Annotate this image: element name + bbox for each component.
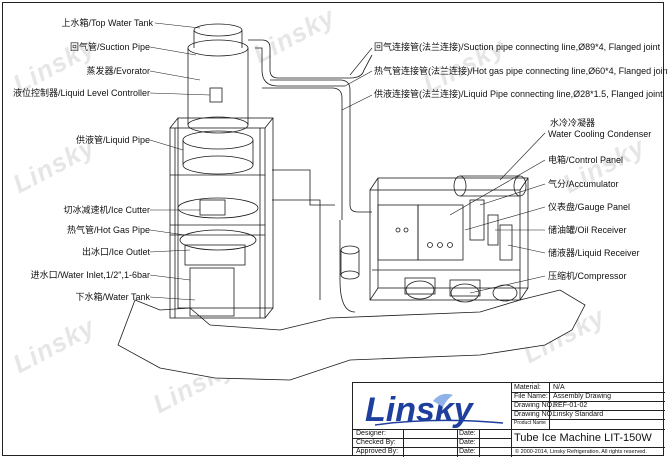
approved-label: Approved By: [356, 448, 399, 455]
ice-cutter [177, 197, 259, 251]
standard-label: Drawing NO.: [514, 411, 557, 418]
date-label: Date: [459, 448, 476, 455]
label-liquid-line: 供液连接管(法兰连接)/Liquid Pipe connecting line,… [374, 89, 663, 99]
label-suction-line: 回气连接管(法兰连接)/Suction pipe connecting line… [374, 42, 661, 52]
label-hot-gas-pipe: 热气管/Hot Gas Pipe [66, 225, 150, 235]
svg-text:Linsky: Linsky [365, 391, 475, 429]
label-condenser-cn: 水冷冷凝器 [550, 118, 596, 128]
label-top-water-tank: 上水箱/Top Water Tank [61, 18, 153, 28]
designer-label: Designer: [356, 430, 386, 437]
label-liquid-receiver: 储液器/Liquid Receiver [548, 248, 640, 258]
file-name-label: File Name: [514, 393, 548, 400]
product-name-value: Tube Ice Machine LIT-150W [514, 432, 652, 444]
material-label: Material: [514, 384, 541, 391]
title-block: Linsky Material: N/A File Name: Assembly… [352, 382, 665, 457]
file-name-value: Assembly Drawing [553, 393, 611, 400]
water-cooling-condenser [453, 175, 527, 197]
date-label: Date: [459, 430, 476, 437]
standard-value: Linsky Standard [553, 411, 604, 418]
accumulator [469, 199, 485, 241]
sheet-border [2, 2, 664, 456]
label-gauge-panel: 仪表盘/Gauge Panel [548, 202, 631, 212]
label-ice-outlet: 出冰口/Ice Outlet [81, 247, 150, 257]
drawing-no-label: Drawing NO.: [514, 402, 557, 409]
label-compressor: 压缩机/Compressor [548, 271, 627, 281]
label-suction-pipe: 回气管/Suction Pipe [69, 42, 150, 52]
label-condenser-en: Water Cooling Condenser [548, 129, 652, 139]
label-control-panel: 电箱/Control Panel [548, 155, 624, 165]
date-label: Date: [459, 439, 476, 446]
label-water-tank: 下水箱/Water Tank [75, 292, 150, 302]
label-liquid-level-controller: 液位控制器/Liquid Level Controller [12, 88, 150, 98]
label-evaporator: 蒸发器/Evorator [86, 66, 150, 76]
product-name-label: Product Name [514, 420, 546, 426]
leader-lines [149, 22, 546, 301]
control-panel [377, 204, 464, 261]
label-ice-cutter: 切冰减速机/Ice Cutter [63, 205, 150, 215]
floor-platform [117, 289, 586, 381]
compressor [404, 277, 518, 303]
checked-label: Checked By: [356, 439, 396, 446]
evaporator [182, 23, 254, 175]
label-oil-receiver: 储油罐/Oil Receiver [548, 225, 627, 235]
drawing-no-value: REF-01-02 [553, 402, 588, 409]
label-liquid-pipe: 供液管/Liquid Pipe [75, 135, 150, 145]
water-tank [189, 267, 235, 317]
copyright: © 2000-2014, Linsky Refrigeration. All r… [515, 449, 647, 455]
material-value: N/A [553, 384, 565, 391]
liquid-receiver [499, 224, 513, 261]
label-water-inlet: 进水口/Water Inlet,1/2",1-6bar [30, 270, 150, 280]
label-accumulator: 气分/Accumulator [548, 179, 619, 189]
connecting-pipes [248, 39, 373, 313]
linsky-logo: Linsky [365, 391, 504, 429]
label-hot-gas-line: 热气管连接管(法兰连接)/Hot gas pipe connecting lin… [374, 66, 668, 76]
